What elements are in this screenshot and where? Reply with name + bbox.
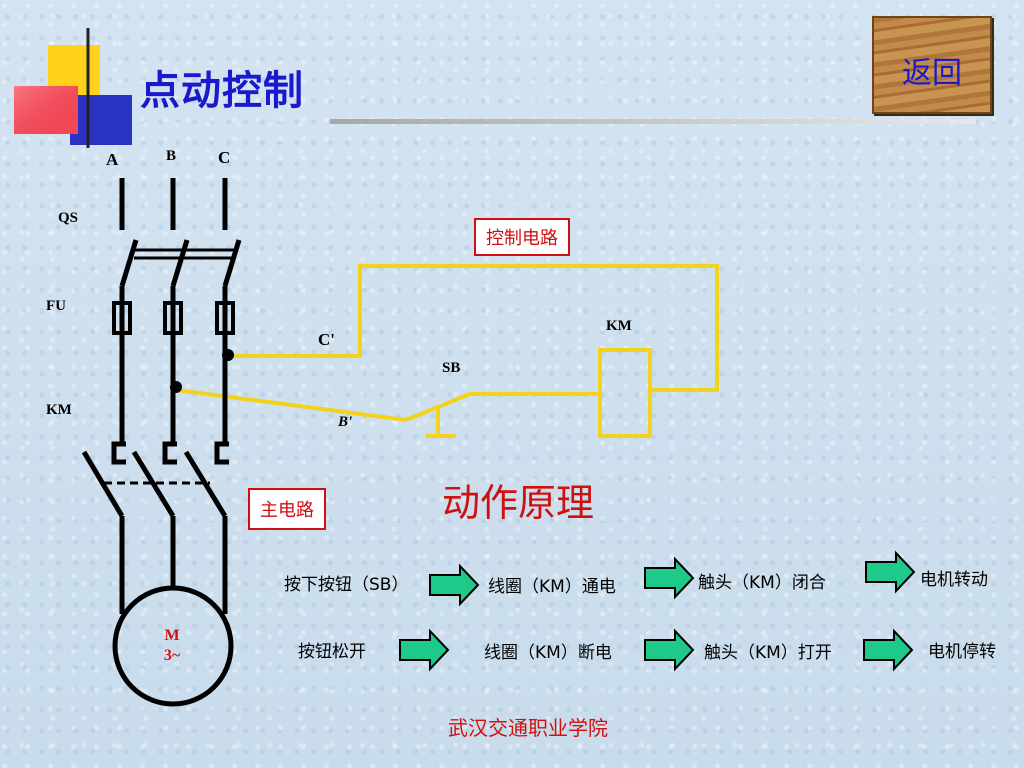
label-fu: FU — [46, 298, 66, 314]
motor — [112, 585, 234, 707]
step-r1-4: 电机转动 — [920, 570, 988, 590]
label-phase-b: B — [166, 148, 177, 164]
sb-lever — [405, 392, 471, 422]
step-r2-4: 电机停转 — [928, 642, 996, 662]
junction-c — [222, 349, 234, 361]
step-r1-1: 按下按钮（SB） — [284, 575, 409, 595]
main-circuit-box: 主电路 — [248, 488, 326, 530]
junction-b — [170, 381, 182, 393]
sb-button — [426, 408, 456, 438]
motor-label-line1: M — [164, 627, 180, 644]
flow-arrow-r2-1 — [399, 630, 449, 670]
label-phase-a: A — [106, 150, 119, 169]
label-b-prime: B' — [338, 414, 353, 430]
step-r1-3: 触头（KM）闭合 — [698, 573, 826, 593]
label-phase-c: C — [218, 148, 231, 167]
label-km-main: KM — [46, 402, 72, 418]
label-km-coil: KM — [606, 318, 632, 334]
flow-arrow-r2-2 — [644, 630, 694, 670]
flow-arrow-r1-3 — [865, 552, 915, 592]
return-label: 返回 — [902, 56, 962, 91]
wire-c-prime — [228, 264, 719, 392]
flow-arrow-r2-3 — [863, 630, 913, 670]
step-r1-2: 线圈（KM）通电 — [488, 577, 616, 597]
step-r2-1: 按钮松开 — [298, 642, 366, 662]
header-rule — [330, 119, 976, 124]
principle-heading: 动作原理 — [442, 481, 595, 525]
logo-decoration — [14, 28, 330, 148]
motor-label: M 3~ — [146, 626, 198, 666]
school-name: 武汉交通职业学院 — [448, 716, 608, 740]
return-button[interactable]: 返回 — [872, 16, 992, 114]
control-circuit-box: 控制电路 — [474, 218, 570, 256]
label-sb: SB — [442, 360, 461, 376]
page-title: 点动控制 — [140, 68, 304, 114]
flow-arrow-r1-2 — [644, 558, 694, 598]
step-r2-3: 触头（KM）打开 — [704, 643, 832, 663]
control-circuit-wires — [175, 264, 719, 438]
label-c-prime: C' — [318, 330, 335, 349]
label-qs: QS — [58, 210, 79, 226]
wire-b-prime — [175, 388, 407, 422]
flow-arrow-r1-1 — [429, 565, 479, 605]
motor-label-line2: 3~ — [163, 647, 181, 664]
step-r2-2: 线圈（KM）断电 — [484, 643, 612, 663]
km-coil — [598, 348, 652, 438]
main-circuit-wires — [81, 178, 242, 707]
